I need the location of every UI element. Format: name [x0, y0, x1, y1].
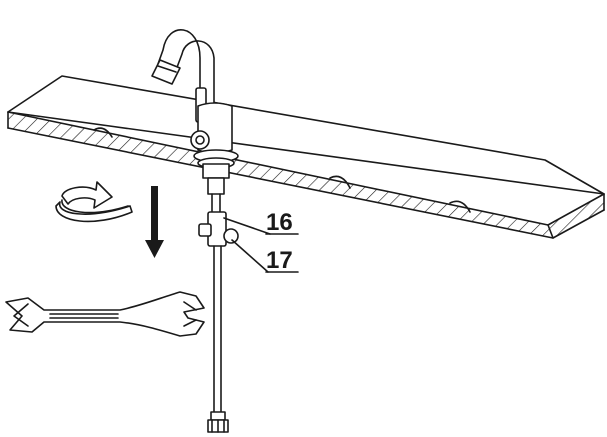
faucet-icon: [151, 29, 239, 169]
callout-17-label: 17: [266, 247, 293, 274]
countertop: [7, 75, 605, 239]
callout-16-label: 16: [266, 209, 293, 236]
callout-17: 17: [231, 239, 299, 274]
down-arrow-icon: [145, 186, 164, 258]
supply-hose: [198, 163, 239, 433]
wrench-icon: [5, 291, 205, 337]
rotate-arrow-icon: [55, 181, 133, 223]
callout-16: 16: [223, 209, 299, 236]
